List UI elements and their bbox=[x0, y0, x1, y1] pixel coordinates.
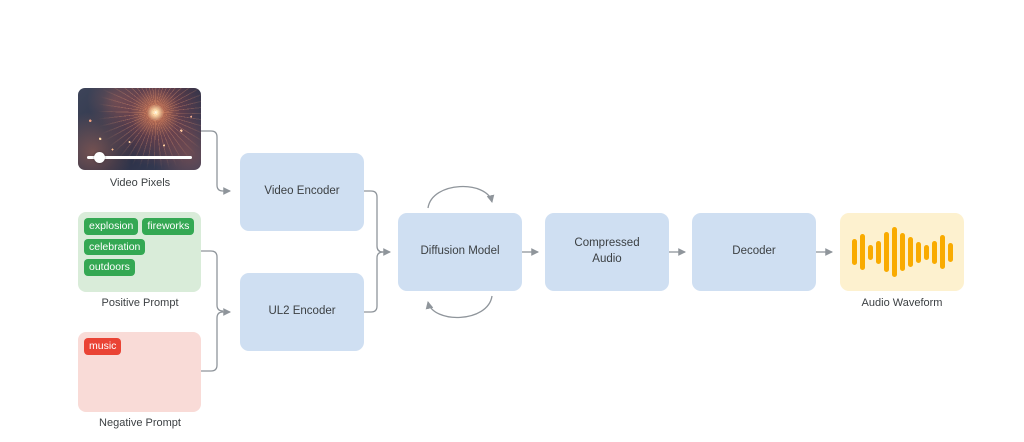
edge-negative-prompt-to-ul2 bbox=[201, 308, 232, 372]
diffusion-model-label: Diffusion Model bbox=[420, 245, 500, 258]
edge-ul2-encoder-to-diffusion bbox=[364, 248, 392, 313]
node-audio-waveform bbox=[840, 213, 964, 291]
diffusion-loop-bottom-arc bbox=[425, 295, 493, 319]
prompt-tag: outdoors bbox=[84, 259, 135, 276]
edge-positive-prompt-to-ul2 bbox=[201, 250, 224, 312]
waveform-bar bbox=[939, 235, 945, 269]
waveform-bar bbox=[899, 233, 905, 271]
node-ul2-encoder: UL2 Encoder bbox=[240, 273, 364, 351]
waveform-bar bbox=[907, 237, 913, 267]
waveform-bar bbox=[875, 240, 881, 264]
prompt-tag: fireworks bbox=[142, 218, 195, 235]
video-playhead[interactable] bbox=[93, 152, 105, 163]
negative-prompt-label: Negative Prompt bbox=[99, 417, 181, 429]
waveform-bar bbox=[891, 227, 897, 277]
waveform-bar bbox=[931, 240, 937, 264]
waveform-bar bbox=[915, 241, 921, 263]
edge-video-encoder-to-diffusion bbox=[364, 190, 384, 253]
waveform-bar bbox=[851, 239, 857, 265]
video-pixels-thumbnail bbox=[78, 88, 201, 170]
waveform-bar bbox=[923, 244, 929, 260]
video-progress-bar[interactable] bbox=[86, 155, 193, 159]
audio-waveform-icon bbox=[851, 222, 953, 282]
prompt-tag: explosion bbox=[84, 218, 139, 235]
edge-video-to-video-encoder bbox=[201, 130, 232, 195]
positive-prompt-label: Positive Prompt bbox=[101, 297, 179, 309]
node-video-encoder: Video Encoder bbox=[240, 153, 364, 231]
node-decoder: Decoder bbox=[692, 213, 816, 291]
node-compressed-audio: Compressed Audio bbox=[545, 213, 669, 291]
waveform-bar bbox=[947, 242, 953, 262]
audio-waveform-label: Audio Waveform bbox=[861, 297, 943, 309]
waveform-bar bbox=[859, 234, 865, 270]
video-encoder-label: Video Encoder bbox=[264, 185, 340, 198]
waveform-bar bbox=[867, 244, 873, 260]
prompt-tag: music bbox=[84, 338, 122, 355]
waveform-bar bbox=[883, 232, 889, 272]
diffusion-loop-top-arc bbox=[427, 185, 495, 209]
ul2-encoder-label: UL2 Encoder bbox=[268, 305, 336, 318]
negative-prompt-panel: music bbox=[78, 332, 201, 412]
decoder-label: Decoder bbox=[732, 245, 776, 258]
node-diffusion-model: Diffusion Model bbox=[398, 213, 522, 291]
compressed-audio-label: Compressed Audio bbox=[574, 237, 640, 265]
prompt-tag: celebration bbox=[84, 238, 146, 255]
negative-prompt-tags: music bbox=[84, 338, 195, 355]
video-pixels-label: Video Pixels bbox=[109, 177, 171, 189]
